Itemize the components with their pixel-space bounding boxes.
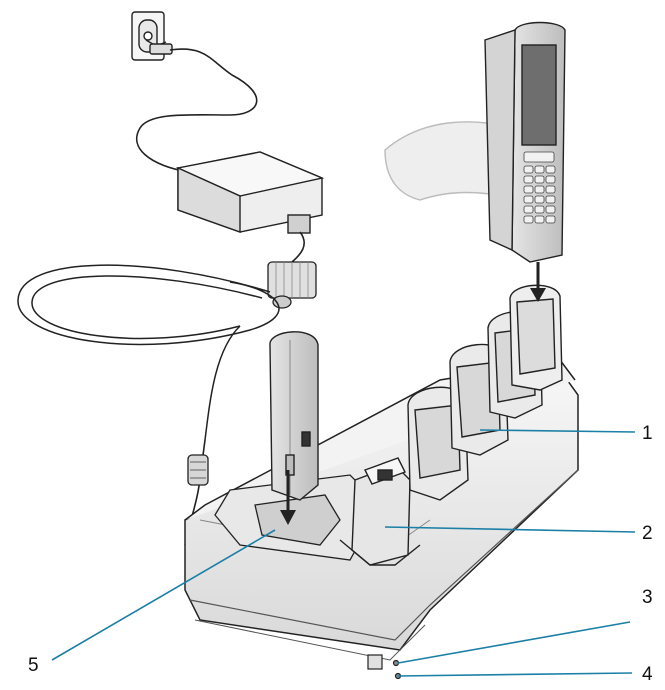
dc-cable: [291, 231, 305, 263]
callout-2: 2: [642, 523, 653, 544]
callout-1: 1: [642, 423, 653, 444]
leader-line-4: [397, 672, 633, 677]
leader-line-5: [51, 529, 276, 661]
handheld-computer: [384, 21, 566, 263]
leader-lines: [51, 429, 636, 677]
insert-arrow-battery: [280, 470, 296, 525]
power-supply: [175, 151, 325, 234]
battery-well: [214, 474, 381, 561]
device-cups: [407, 284, 563, 501]
ac-cable: [135, 48, 258, 173]
status-led: [392, 659, 400, 667]
leader-line-3: [397, 621, 631, 664]
device-keypad: [523, 151, 556, 224]
insert-arrow-device: [530, 262, 546, 302]
leader-line-1: [479, 429, 636, 433]
callout-4: 4: [642, 664, 653, 685]
charged-battery: [339, 457, 421, 566]
callout-3: 3: [642, 587, 653, 608]
coiled-cable: [17, 264, 280, 441]
inline-connector: [267, 261, 317, 309]
wall-outlet: [131, 11, 173, 61]
spare-battery: [269, 331, 319, 501]
leader-line-2: [384, 526, 636, 533]
callout-5: 5: [28, 655, 39, 676]
device-screen: [521, 44, 557, 146]
ferrite-bead: [187, 454, 209, 486]
